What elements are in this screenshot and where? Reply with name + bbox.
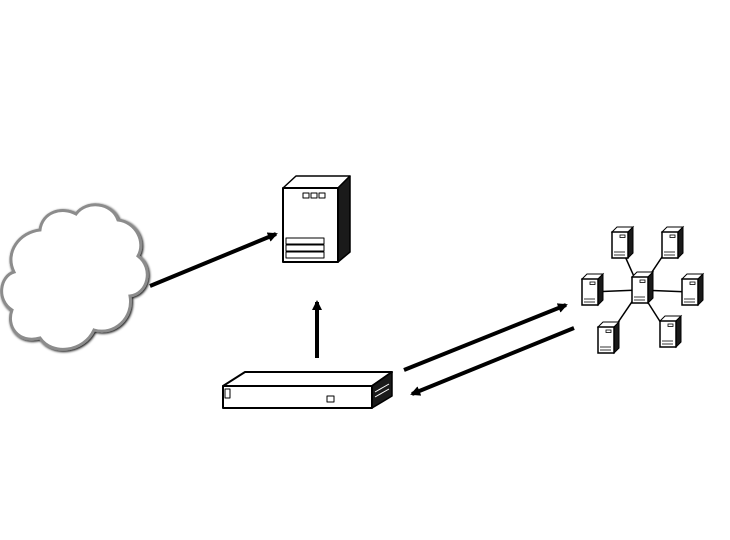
arrow-cloud-to-server [150, 234, 276, 286]
cluster-server-right-icon [682, 274, 703, 305]
server-cluster-icon [582, 227, 703, 353]
arrow-switch-to-cluster [404, 305, 566, 370]
arrow-cluster-to-switch [412, 328, 574, 394]
cluster-server-top-left-icon [612, 227, 633, 258]
network-switch-icon [223, 372, 392, 408]
cluster-hub-server-icon [632, 272, 653, 303]
cloud-icon [2, 205, 148, 350]
cluster-server-top-right-icon [662, 227, 683, 258]
server-icon [283, 176, 350, 262]
cluster-server-bottom-left-icon [598, 322, 619, 353]
connections [150, 234, 574, 394]
cluster-server-bottom-right-icon [660, 316, 681, 347]
cluster-server-left-icon [582, 274, 603, 305]
